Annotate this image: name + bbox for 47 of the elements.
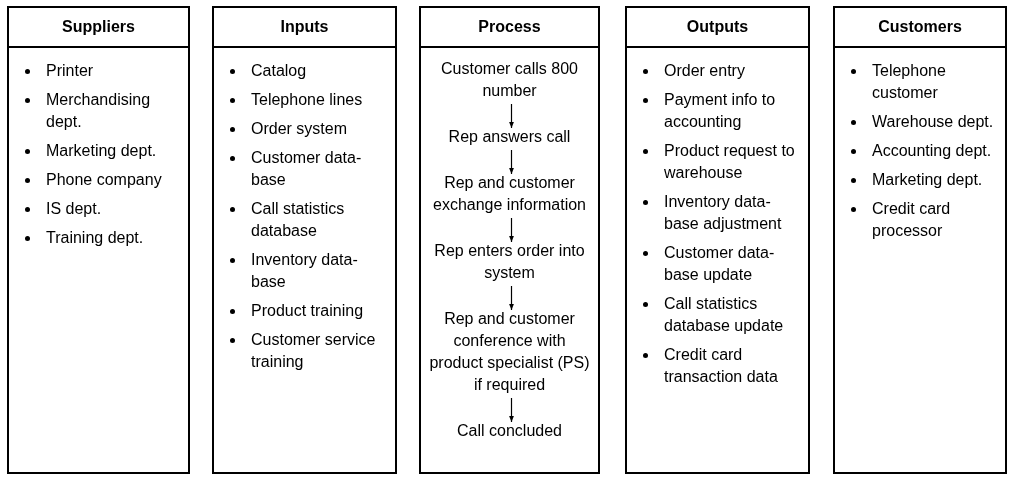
list-item: Telephone lines: [251, 90, 363, 110]
list-item: Inventory data-base adjustment: [664, 192, 783, 234]
list-item: Customer data-base: [251, 148, 363, 190]
list-item: Order system: [251, 119, 347, 139]
column-panel: [833, 6, 1007, 474]
list-item: Order entry: [664, 61, 745, 81]
list-item: Product training: [251, 301, 364, 321]
list-item: Telephone customer: [872, 61, 947, 103]
column-heading: Process: [478, 17, 541, 37]
process-step: Rep answers call: [448, 126, 571, 148]
list-item: Marketing dept.: [46, 141, 157, 161]
column-panel: [625, 6, 810, 474]
list-item: Marketing dept.: [872, 170, 983, 190]
list-item: Training dept.: [46, 228, 144, 248]
column-heading: Suppliers: [62, 17, 135, 37]
list-item: IS dept.: [46, 199, 102, 219]
list-item: Customer data-base update: [664, 243, 776, 285]
process-step: Customer calls 800 number: [425, 58, 594, 102]
list-item: Warehouse dept.: [872, 112, 994, 132]
column-panel: [7, 6, 190, 474]
process-step: Call concluded: [457, 420, 562, 442]
list-item: Catalog: [251, 61, 307, 81]
process-step: Rep enters order into system: [425, 240, 594, 284]
list-item: Inventory data-base: [251, 250, 359, 292]
list-item: Accounting dept.: [872, 141, 992, 161]
process-step: Rep and customer exchange information: [425, 172, 594, 216]
list-item: Payment info to accounting: [664, 90, 777, 132]
list-item: Printer: [46, 61, 94, 81]
column-heading: Inputs: [280, 17, 329, 37]
column-panel: [212, 6, 397, 474]
column-heading: Customers: [878, 17, 962, 37]
arrow: [509, 217, 514, 243]
list-item: Customer service training: [251, 330, 377, 372]
column-panel: [419, 6, 600, 474]
process-step: Rep and customer conference with product specialist (PS) if required: [425, 308, 594, 396]
list-item: Merchandising dept.: [46, 90, 152, 132]
list-item: Phone company: [46, 170, 162, 190]
list-item: Call statistics database: [251, 199, 346, 241]
list-item: Credit card processor: [872, 199, 952, 241]
list-item: Credit card transaction data: [664, 345, 779, 387]
list-item: Call statistics database update: [664, 294, 785, 336]
arrow: [509, 397, 514, 423]
list-item: Product request to warehouse: [664, 141, 796, 183]
column-heading: Outputs: [686, 17, 749, 37]
arrow: [509, 103, 514, 129]
arrow: [509, 285, 514, 311]
arrow: [509, 149, 514, 175]
